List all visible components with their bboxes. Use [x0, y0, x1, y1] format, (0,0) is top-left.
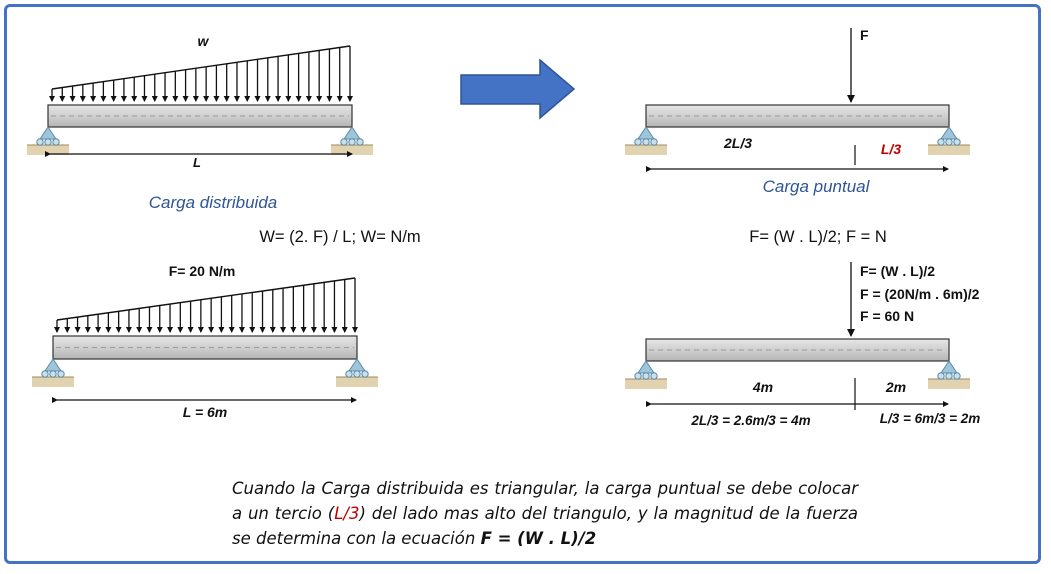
bottom-left-diagram: F= 20 N/m L = 6m	[32, 263, 378, 420]
support-roller	[642, 372, 650, 380]
support-icon	[27, 126, 69, 155]
segment-label-2m: 2m	[885, 379, 906, 395]
ground-block	[32, 377, 74, 387]
formula-w: W= (2. F) / L; W= N/m	[259, 228, 420, 246]
support-icon	[928, 360, 970, 389]
support-triangle	[348, 358, 366, 372]
beam-bottom-right	[625, 338, 970, 389]
right-segment-equation: L/3 = 6m/3 = 2m	[880, 411, 981, 426]
segment-label-l3: L/3	[881, 141, 901, 157]
support-roller	[44, 138, 52, 146]
load-envelope	[56, 277, 356, 321]
support-roller	[634, 138, 642, 146]
force-label-f: F	[860, 27, 869, 43]
explanation-note: Cuando la Carga distribuida es triangula…	[232, 476, 858, 551]
support-icon	[336, 358, 378, 387]
note-text-part2: ) del lado mas alto del triangulo, y la …	[232, 504, 859, 548]
ground-block	[336, 377, 378, 387]
note-highlight-l3: L/3	[334, 504, 360, 523]
support-roller	[41, 370, 49, 378]
support-roller	[52, 138, 60, 146]
support-triangle	[44, 358, 62, 372]
note-text-part1: Cuando la Carga distribuida es triangula…	[232, 479, 858, 523]
distributed-load-arrows	[49, 45, 353, 102]
load-label-20nm: F= 20 N/m	[169, 263, 236, 279]
note-equation: F = (W . L)/2	[480, 529, 597, 548]
span-label-6m: L = 6m	[183, 404, 228, 420]
segment-label-2l3: 2L/3	[723, 135, 752, 151]
ground-block	[928, 379, 970, 389]
top-right-diagram: F 2L/3 L/3 Carga puntual F= (W . L)/2; F…	[625, 27, 970, 246]
support-icon	[928, 126, 970, 155]
support-roller	[937, 138, 945, 146]
beam-top-right	[625, 104, 970, 155]
support-triangle	[940, 360, 958, 374]
title-carga-puntual: Carga puntual	[763, 177, 871, 196]
support-triangle	[39, 126, 57, 140]
support-icon	[32, 358, 74, 387]
load-label-w: w	[198, 33, 210, 49]
support-triangle	[637, 360, 655, 374]
support-icon	[625, 360, 667, 389]
beam-top-left	[27, 104, 373, 155]
support-roller	[36, 138, 44, 146]
left-segment-equation: 2L/3 = 2.6m/3 = 4m	[690, 413, 810, 428]
support-roller	[937, 372, 945, 380]
support-roller	[348, 138, 356, 146]
support-triangle	[940, 126, 958, 140]
ground-block	[625, 379, 667, 389]
calc-line-3: F = 60 N	[860, 308, 914, 324]
support-roller	[945, 138, 953, 146]
support-icon	[625, 126, 667, 155]
ground-block	[928, 145, 970, 155]
segment-label-4m: 4m	[752, 379, 773, 395]
distributed-load-arrows	[54, 277, 358, 333]
ground-block	[331, 145, 373, 155]
support-roller	[340, 138, 348, 146]
support-roller	[642, 138, 650, 146]
support-roller	[953, 372, 961, 380]
diagram-frame	[4, 4, 1041, 564]
support-roller	[650, 138, 658, 146]
support-roller	[353, 370, 361, 378]
support-roller	[945, 372, 953, 380]
ground-block	[625, 145, 667, 155]
load-envelope	[51, 45, 351, 90]
top-left-diagram: w L Carga distribuida W= (2. F) / L; W= …	[27, 33, 421, 246]
support-triangle	[637, 126, 655, 140]
support-roller	[345, 370, 353, 378]
support-roller	[361, 370, 369, 378]
support-roller	[634, 372, 642, 380]
calc-line-1: F= (W . L)/2	[860, 263, 935, 279]
support-roller	[953, 138, 961, 146]
bottom-right-diagram: F= (W . L)/2 F = (20N/m . 6m)/2 F = 60 N…	[625, 262, 980, 428]
transform-arrow-icon	[460, 58, 576, 120]
beam-bottom-left	[32, 335, 378, 387]
support-icon	[331, 126, 373, 155]
formula-f: F= (W . L)/2; F = N	[749, 228, 887, 246]
calc-line-2: F = (20N/m . 6m)/2	[860, 286, 980, 302]
title-carga-distribuida: Carga distribuida	[149, 193, 278, 212]
support-roller	[49, 370, 57, 378]
support-roller	[57, 370, 65, 378]
support-roller	[650, 372, 658, 380]
span-label-l: L	[193, 155, 201, 170]
support-roller	[356, 138, 364, 146]
support-triangle	[343, 126, 361, 140]
ground-block	[27, 145, 69, 155]
